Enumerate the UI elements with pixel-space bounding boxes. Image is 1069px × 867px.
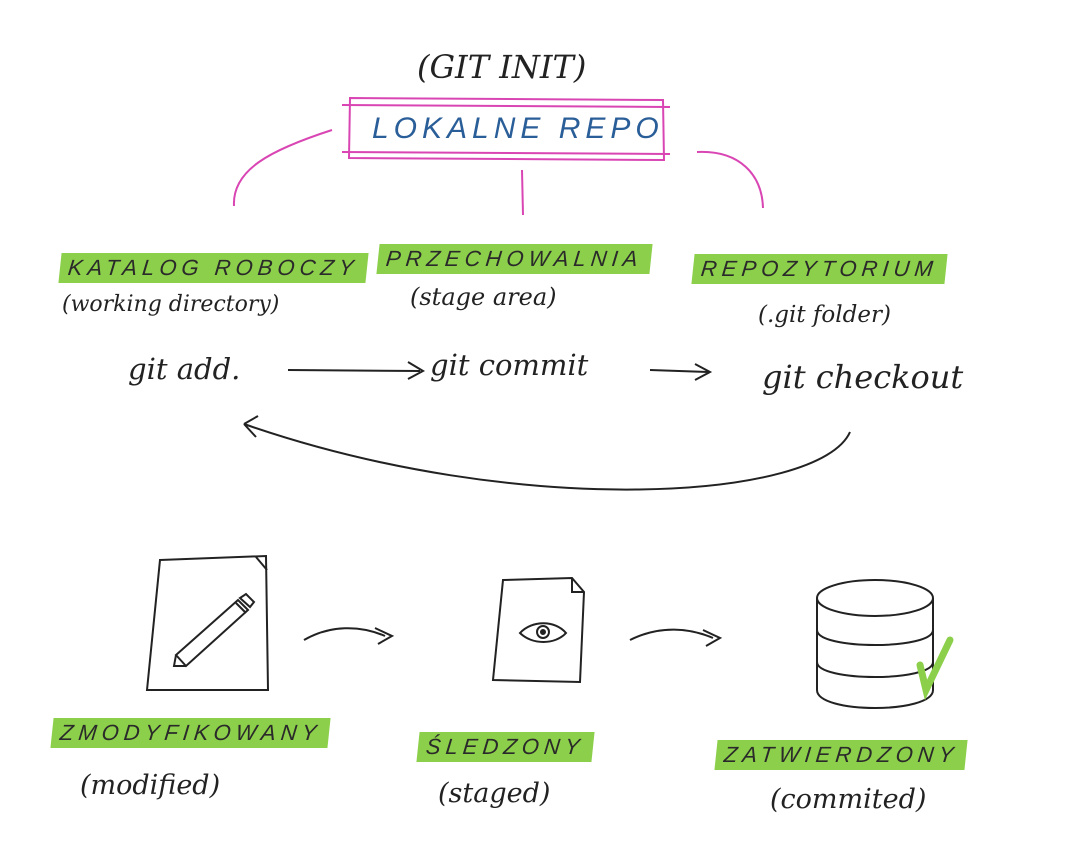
area-stage-sublabel: (stage area) bbox=[410, 283, 557, 311]
git-init-command: (GIT INIT) bbox=[417, 48, 587, 86]
repo-box bbox=[341, 96, 671, 162]
command-git-commit: git commit bbox=[430, 348, 589, 382]
state-staged-label: ŚLEDZONY bbox=[416, 732, 595, 762]
state-committed-label: ZATWIERDZONY bbox=[714, 740, 968, 770]
state-modified-label: ZMODYFIKOWANY bbox=[50, 718, 331, 748]
branch-left bbox=[232, 129, 333, 207]
area-repository-sublabel: (.git folder) bbox=[758, 302, 891, 328]
arrow-modified-to-staged bbox=[303, 627, 395, 645]
state-staged-sublabel: (staged) bbox=[438, 778, 551, 809]
arrow-add-to-commit bbox=[287, 361, 426, 380]
state-modified-sublabel: (modified) bbox=[80, 770, 221, 801]
branch-middle bbox=[521, 169, 524, 216]
eye-document-icon bbox=[491, 576, 586, 684]
area-stage-label: PRZECHOWALNIA bbox=[376, 244, 653, 274]
command-git-checkout: git checkout bbox=[762, 358, 964, 396]
area-working-directory-sublabel: (working directory) bbox=[62, 292, 280, 317]
arrow-commit-to-checkout bbox=[649, 363, 713, 381]
area-repository-label: REPOZYTORIUM bbox=[691, 254, 948, 284]
pencil-document-icon bbox=[145, 554, 270, 691]
local-repo-title: LOKALNE REPO bbox=[372, 112, 664, 145]
branch-right bbox=[696, 150, 764, 209]
arrow-checkout-return bbox=[243, 415, 851, 491]
database-check-icon bbox=[816, 579, 954, 709]
state-committed-sublabel: (commited) bbox=[770, 784, 927, 815]
area-working-directory-label: KATALOG ROBOCZY bbox=[58, 253, 369, 283]
arrow-staged-to-committed bbox=[629, 628, 723, 647]
command-git-add: git add. bbox=[128, 352, 241, 386]
